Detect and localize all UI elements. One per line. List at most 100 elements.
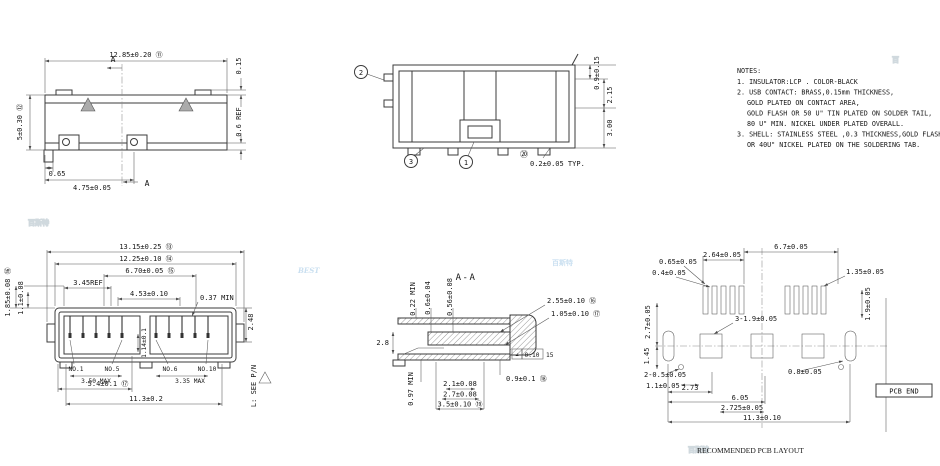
dim-foot-offset: 0.65: [49, 170, 66, 178]
dim-273: 2.73: [682, 384, 699, 392]
pcb-view-dimensions: 2.64±0.05 6.7±0.05 0.65±0.05 0.4±0.05 1.…: [643, 243, 933, 424]
watermark-cn-topleft: 百斯特: [28, 218, 49, 227]
dim-145: 1.45: [643, 348, 651, 365]
balloon-1-label: 1: [464, 159, 468, 167]
cavity-left: [63, 315, 141, 355]
section-view-linework: [392, 314, 537, 367]
dim-670: 6.70±0.05 ⑮: [125, 267, 174, 275]
front-view: 2 3 1 0.9±0.15 2.15 3.00 ⑳ 0.2±0.05 TYP.: [354, 53, 616, 169]
tolerance-value: 0.10: [525, 352, 540, 359]
pin-label-no10: NO.10: [198, 366, 217, 373]
pcb-hole-1: [699, 333, 723, 359]
dim-foot-pitch: 4.75±0.05: [73, 184, 111, 192]
dim-056: 0.56±0.08: [446, 278, 454, 316]
dim-typ: 0.2±0.05 TYP.: [530, 160, 585, 168]
pcb-small-hole-left: [678, 364, 684, 370]
dim-depth: 5±0.30 ⑫: [16, 104, 24, 141]
dim-54: 5.4±0.1 ⑰: [88, 380, 129, 388]
dim-67: 6.7±0.05: [774, 243, 808, 251]
notes-line: 2. USB CONTACT: BRASS,0.15mm THICKNESS,: [737, 89, 894, 97]
balloon-3-label: 3: [409, 158, 413, 166]
watermark-foreground: BEST 百斯特 BEST: [297, 258, 573, 275]
balloon-2: [354, 65, 368, 79]
dim-28: 2.8: [376, 339, 389, 347]
notes-heading: NOTES:: [737, 67, 761, 75]
dim-2725: 2.725±0.05: [721, 404, 763, 412]
pcb-hole-3: [801, 333, 825, 359]
solder-tail-section: [392, 359, 406, 367]
mating-view-dimensions: 13.15±0.25 ⑬ 12.25±0.10 ⑭ 6.70±0.05 ⑮ 3.…: [4, 243, 272, 407]
dim-35: 3.5±0.10 ⑲: [438, 401, 483, 409]
pcb-slot-left: [662, 330, 675, 362]
dim-2x05: 2-0.5±0.05: [644, 371, 686, 379]
dim-345ref: 3.45REF: [73, 279, 103, 287]
pcb-end-box: [875, 383, 933, 398]
watermark-cn-bottomright: 百斯特: [688, 445, 709, 454]
dim-typ-balloon: ⑳: [520, 150, 528, 159]
dim-09: 0.9±0.15: [593, 56, 601, 90]
balloon-3: [404, 154, 418, 168]
dim-09: 0.9±0.1 ⑱: [506, 375, 547, 383]
pin-label-no1: NO.1: [69, 366, 84, 373]
notes-line: 3. SHELL: STAINLESS STEEL ,0.3 THICKNESS…: [737, 131, 940, 139]
dim-overall-width: 12.85±0.20 ⑪: [109, 51, 162, 59]
dim-shell-thickness: 0.15: [235, 58, 243, 75]
dim-255: 2.55±0.10 ⑯: [547, 297, 596, 305]
length-note: L: SEE P/N: [250, 365, 258, 407]
orientation-triangle-left: [80, 97, 96, 112]
dim-21: 2.1±0.08: [443, 380, 477, 388]
cavity-right: [149, 315, 229, 355]
dim-215: 2.15: [606, 87, 614, 104]
dim-11-pcb: 1.1±0.05: [646, 382, 680, 390]
mating-view: 13.15±0.25 ⑬ 12.25±0.10 ⑭ 6.70±0.05 ⑮ 3.…: [4, 243, 272, 407]
tolerance-note: 15: [546, 352, 554, 359]
tolerance-symbol: ∠: [515, 352, 519, 359]
dim-113: 11.3±0.2: [129, 395, 163, 403]
watermark-char-topright: 百: [892, 56, 899, 64]
dim-06: 0.6±0.04: [424, 281, 432, 315]
dim-185: 1.85±0.08 ⑯: [4, 267, 12, 316]
top-view: 12.85±0.20 ⑪ 5±0.30 ⑫ 0.15 0.6 REF 0.65 …: [16, 51, 246, 192]
pin-label-no5: NO.5: [105, 366, 120, 373]
dim-037min: 0.37 MIN: [200, 294, 234, 302]
dim-114: 1.14±0.1: [141, 328, 148, 358]
notes-block: NOTES: 1. INSULATOR:LCP . COLOR-BLACK 2.…: [737, 67, 940, 149]
pcb-view-linework: [655, 248, 888, 432]
dim-097min: 0.97 MIN: [407, 372, 415, 406]
pcb-pads-right: [784, 285, 827, 315]
dim-350max: 3.50 MAX: [81, 378, 111, 385]
dim-04: 0.4±0.05: [652, 269, 686, 277]
dim-11: 1.1±0.08: [17, 281, 25, 315]
dim-27: 2.7±0.08: [443, 391, 477, 399]
section-label-bottom: A: [145, 179, 150, 188]
rear-body-section: [509, 314, 537, 356]
dim-1315: 13.15±0.25 ⑬: [119, 243, 172, 251]
balloon-1: [459, 155, 473, 169]
notes-line: GOLD FLASH OR 50 U" TIN PLATED ON SOLDER…: [747, 110, 932, 118]
pin-label-no6: NO.6: [163, 366, 178, 373]
pcb-caption: RECOMMENDED PCB LAYOUT: [697, 446, 804, 455]
pcb-hole-2: [750, 333, 774, 359]
watermark-best-center: BEST: [297, 266, 320, 275]
dim-08: 0.8±0.05: [788, 368, 822, 376]
dim-ref: 0.6 REF: [235, 107, 243, 137]
tongue-section: [427, 331, 511, 346]
pcb-slot-right: [844, 330, 857, 362]
balloon-2-label: 2: [359, 69, 363, 77]
dim-3x19: 3-1.9±0.05: [735, 315, 777, 323]
orientation-triangle-right: [178, 97, 194, 112]
pcb-small-hole-right: [838, 364, 844, 370]
section-view-dimensions: 0.22 MIN 0.6±0.04 0.56±0.08 2.8 0.97 MIN…: [376, 278, 600, 411]
dim-605: 6.05: [732, 394, 749, 402]
mating-view-linework: [46, 307, 245, 369]
section-view: A-A 0.22 MIN 0.6±0.04 0.56±0.08 2.8 0.97…: [376, 273, 600, 411]
front-view-linework: [383, 53, 579, 156]
dim-300: 3.00: [606, 120, 614, 137]
dim-335max: 3.35 MAX: [175, 378, 205, 385]
tolerance-frame-value-cell: [521, 348, 544, 360]
top-view-dimensions: 12.85±0.20 ⑪ 5±0.30 ⑫ 0.15 0.6 REF 0.65 …: [16, 51, 246, 192]
dim-1225: 12.25±0.10 ⑭: [119, 255, 172, 263]
dim-105: 1.05±0.10 ⑰: [551, 310, 600, 318]
